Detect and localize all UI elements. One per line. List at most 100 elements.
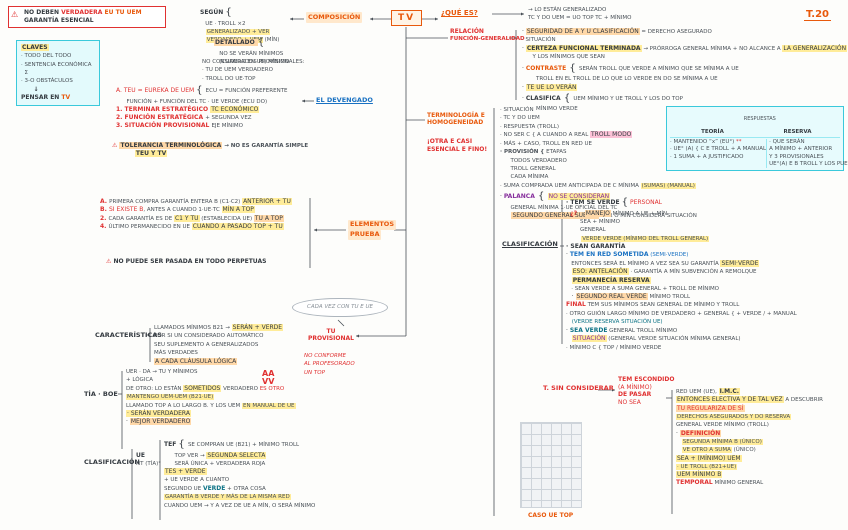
claves-title: CLAVES bbox=[21, 44, 49, 51]
relacion-label-1: RELACIÓN bbox=[450, 28, 484, 35]
note-text: UE°(A) E B TROLL Y LOS PUEDAN bbox=[769, 160, 848, 167]
note-text: TEMPORAL bbox=[676, 479, 713, 487]
note-text: → LO ESTÁN GENERALIZADO bbox=[528, 7, 607, 13]
note-text: { bbox=[566, 62, 579, 74]
note-text: UEM MÍNIMO Y UE TROLL Y LOS DO TOP bbox=[573, 95, 683, 102]
note-text: GENERAL TROLL MÍNIMO bbox=[607, 327, 678, 334]
note-text: DETALLADO bbox=[214, 39, 258, 46]
note-text: TC Y DO UEM = UO TOP TC + MÍNIMO bbox=[528, 15, 632, 22]
note-text: 2. FUNCIÓN ESTRATÉGICA bbox=[116, 114, 206, 122]
branch-label-tu-provisional: TU PROVISIONAL bbox=[308, 328, 354, 342]
note-text: NO DEBEN bbox=[24, 9, 62, 16]
note-text: · 3-O OBSTÁCULOS bbox=[21, 78, 73, 85]
note-text: MÍN A TOP bbox=[221, 206, 255, 214]
aavv-line-2: VV bbox=[262, 377, 275, 386]
note-line: NO CONSIDERADOS PROVISIONALES: bbox=[202, 58, 304, 66]
note-text: ENTONCES SERÁ EL MÍNIMO A VEZ SEA SU GAR… bbox=[566, 260, 721, 267]
note-line: PERMANECÍA RESERVA bbox=[566, 276, 846, 285]
note-text: · bbox=[566, 326, 570, 334]
note-line: 3. SITUACIÓN PROVISIONAL EJE MÍNIMO bbox=[116, 122, 288, 130]
tu-provisional-cloud-text: CADA VEZ CON TU E UE bbox=[307, 304, 373, 310]
note-line: · QUE SERÁN bbox=[769, 139, 848, 146]
note-line: GENERAL bbox=[566, 226, 846, 234]
note-text: MÍNIMO TROLL bbox=[647, 294, 691, 301]
warning-icon: ⚠ bbox=[11, 10, 19, 19]
note-text: 4. bbox=[100, 223, 109, 231]
note-text: · TEM SE VERDE bbox=[566, 199, 622, 206]
branch-label-composicion: COMPOSICIÓN bbox=[306, 12, 363, 23]
note-line: GENERAL MÍNIMA 1·UE OFICIAL DEL TC bbox=[500, 204, 697, 212]
caracteristicas-label: CARACTERÍSTICAS bbox=[95, 331, 162, 339]
relacion-label-2: FUNCIÓN-GENERALIDAD bbox=[450, 36, 525, 43]
note-text: · PROVISIÓN { bbox=[500, 149, 547, 156]
note-text: TROLL MODO bbox=[590, 131, 633, 139]
note-line: · NO SER C { A CUANDO A REAL TROLL MODO bbox=[500, 131, 697, 139]
note-text: GENERALIZADO + VER bbox=[205, 28, 271, 35]
note-line: · SEGURIDAD DE A Y U CLASIFICACIÓN = DER… bbox=[522, 28, 842, 36]
note-text: FUNCIÓN + FUNCIÓN DEL TC · UE VERDE (ECU… bbox=[116, 98, 268, 105]
note-line: Σ bbox=[21, 69, 95, 77]
note-text: (CUANDO EN UE) MÍNIMO bbox=[214, 58, 290, 65]
note-text: MANTENGO UEM·UEM (B21·UE) bbox=[126, 394, 215, 401]
note-line: DERECHOS ASEGURADOS Y DO RESERVA bbox=[676, 413, 846, 421]
note-line: + UE VERDE A CUANTO bbox=[164, 476, 315, 484]
note-text: SERÁ ÚNICA + VERDADERA ROJA bbox=[164, 460, 266, 467]
note-line: A CADA CLÁUSULA LÓGICA bbox=[154, 357, 283, 366]
note-text: AL PROFESORADO bbox=[304, 361, 355, 368]
teoria-col-right: RESERVA bbox=[783, 129, 812, 136]
note-text: { bbox=[257, 37, 265, 48]
note-line: · TU DE UEM VERDADERO bbox=[202, 66, 304, 74]
note-text bbox=[577, 210, 585, 217]
composicion-group-notas: NO CONSIDERADOS PROVISIONALES:· TU DE UE… bbox=[202, 58, 304, 83]
note-text: · SUMA COMPRADA UEM ANTICIPADA DE C MÍNI… bbox=[500, 182, 641, 189]
note-line: TEMPORAL MÍNIMO GENERAL bbox=[676, 479, 846, 487]
note-text: LLAMADOS MÍNIMOS B21 → bbox=[154, 325, 232, 331]
note-text: SEGUNDO REAL VERDE bbox=[575, 293, 648, 301]
note-text: TEU Y TV bbox=[134, 150, 168, 158]
note-text: CONTRASTE bbox=[525, 64, 567, 72]
note-text: { bbox=[178, 439, 188, 450]
note-line: TC Y DO UEM = UO TOP TC + MÍNIMO bbox=[528, 14, 631, 22]
note-line: GARANTÍA B VERDE Y MÁS DE LA MISMA RED bbox=[164, 493, 315, 501]
note-line: FUNCIÓN + FUNCIÓN DEL TC · UE VERDE (ECU… bbox=[116, 98, 288, 106]
note-text: ES OTRO bbox=[259, 385, 285, 392]
note-text: A. TEU = EUREKA DE UEM bbox=[116, 87, 197, 94]
note-text: · SERÁN VERDADERA bbox=[126, 410, 191, 418]
note-line: SEGUNDO UE VERDE + OTRA COSA bbox=[164, 485, 315, 493]
note-line: MÁS VERDADES bbox=[154, 349, 283, 357]
note-line: RED UEM (UE), I.M.C. bbox=[676, 388, 846, 396]
note-line: · CLASIFICA { UEM MÍNIMO Y UE TROLL Y LO… bbox=[522, 92, 842, 106]
central-node-tv: TV bbox=[391, 10, 423, 27]
note-text bbox=[676, 438, 682, 445]
note-text: ⚠ bbox=[106, 258, 114, 265]
note-text: TU REGULARIZA DE SÍ bbox=[676, 404, 745, 412]
note-line: SITUACIÓN (GENERAL VERDE SITUACIÓN MÍNIM… bbox=[566, 335, 846, 343]
note-line: · UE TROLL (B21+UE) bbox=[676, 463, 846, 471]
note-line: DE OTRO: LO ESTÁN SOMETIDOS VERDADERO ES… bbox=[126, 384, 296, 393]
note-line: GENERAL VERDE MÍNIMO (TROLL) bbox=[676, 421, 846, 429]
note-text: · TC Y DO UEM bbox=[500, 115, 540, 122]
note-line: · TE UE LO VERÁN bbox=[522, 83, 842, 92]
note-line: VE OTRO A SUMA (ÚNICO) bbox=[676, 446, 846, 454]
note-text: NO SEA bbox=[618, 398, 641, 406]
note-text: · SEAN VERDE A SUMA GENERAL + TROLL DE M… bbox=[566, 285, 720, 292]
note-text: TEF bbox=[164, 441, 179, 448]
relacion-items: · SEGURIDAD DE A Y U CLASIFICACIÓN = DER… bbox=[522, 28, 848, 114]
tu-provisional-label-1: TU bbox=[326, 328, 336, 335]
note-text: TODOS VERDADERO bbox=[500, 157, 567, 164]
note-text: UE · TROLL ×2 bbox=[200, 20, 246, 27]
branch-label-relacion: RELACIÓN FUNCIÓN-GENERALIDAD bbox=[450, 28, 525, 43]
note-text: { bbox=[534, 191, 548, 203]
note-line: SERÁ ÚNICA + VERDADERA ROJA bbox=[164, 460, 315, 468]
note-line: ESENCIAL E FINO! bbox=[427, 146, 487, 154]
note-line: GENERALIZADO + VER bbox=[200, 28, 279, 36]
composicion-label: COMPOSICIÓN bbox=[306, 12, 363, 23]
note-text: · GARANTÍA A MÍN SUBVENCIÓN A REMOLQUE bbox=[628, 269, 757, 276]
note-text: { bbox=[621, 197, 629, 208]
note-line: → LO ESTÁN GENERALIZADO bbox=[528, 6, 631, 14]
note-line: · TC Y DO UEM bbox=[500, 114, 697, 122]
note-line: TOP VER → SEGUNDA SELECTA bbox=[164, 451, 315, 460]
note-line: TODOS VERDADERO bbox=[500, 157, 697, 165]
note-text: { bbox=[225, 7, 232, 18]
